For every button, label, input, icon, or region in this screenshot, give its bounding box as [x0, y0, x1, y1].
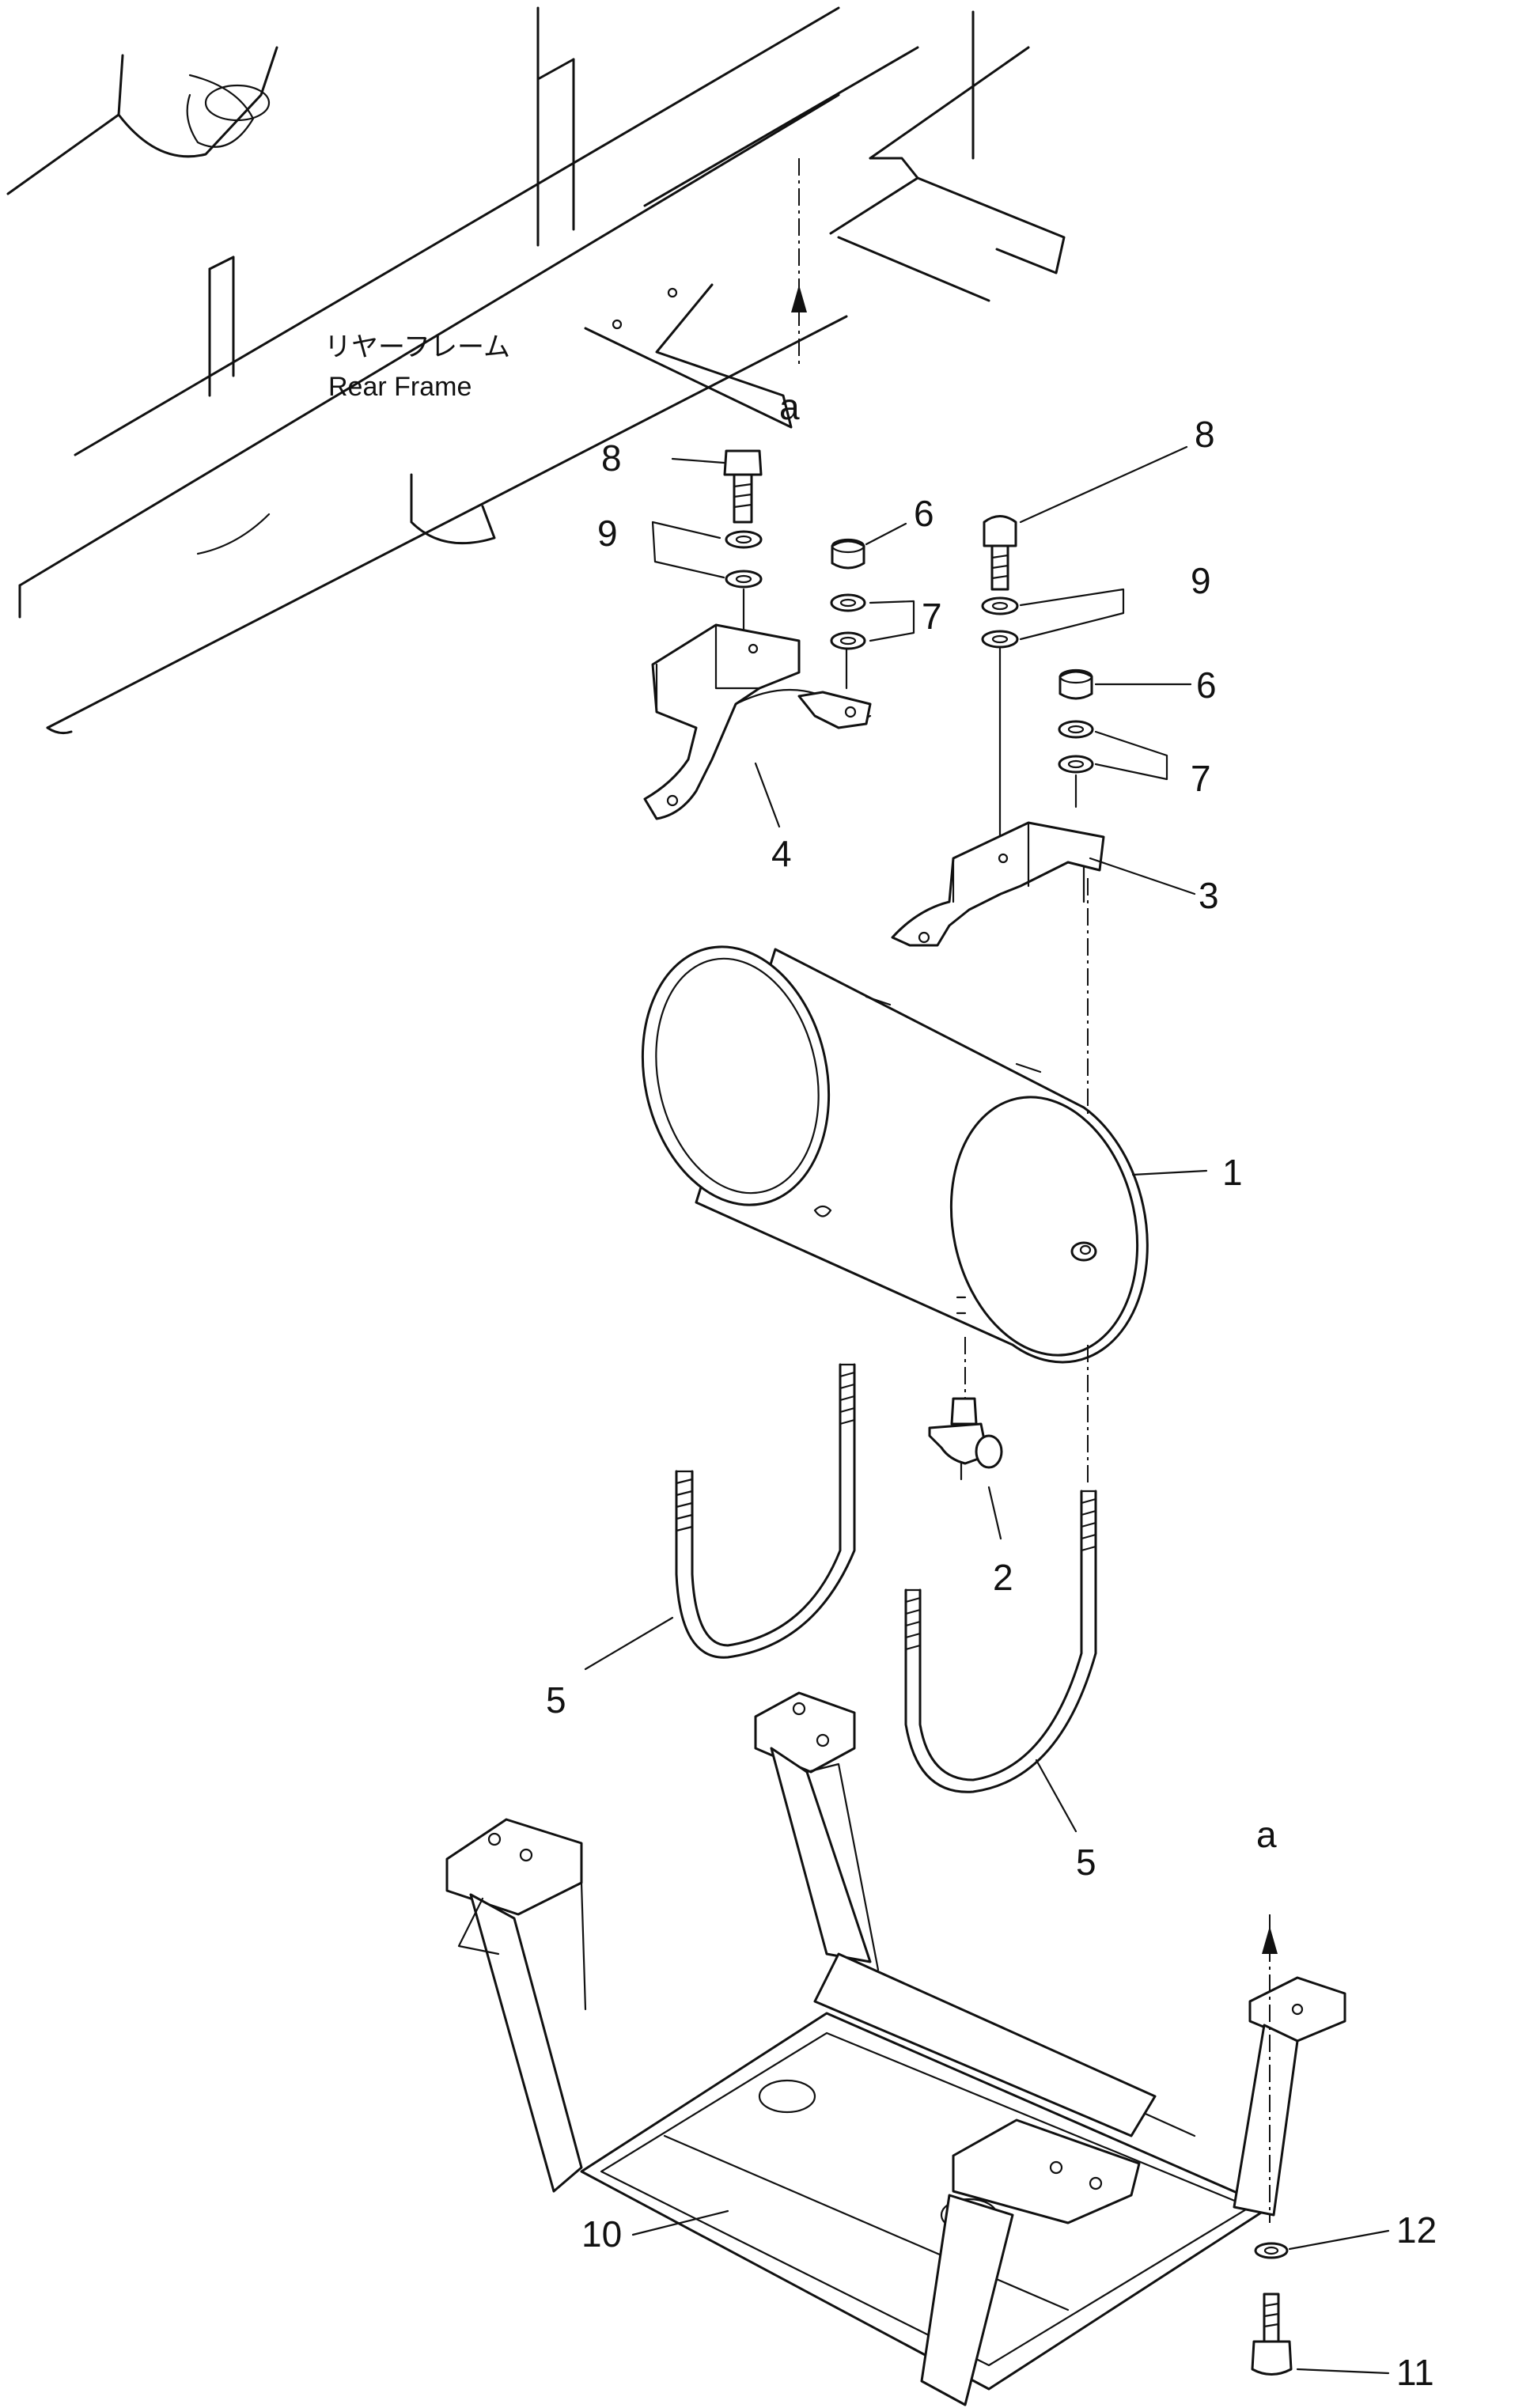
- arrow-up-icon: [1262, 1926, 1278, 1954]
- callout-5-right: 5: [1076, 1842, 1096, 1883]
- callout-9-right: 9: [1191, 560, 1211, 601]
- bracket-3: [891, 821, 1105, 947]
- bolt-8-right: [981, 515, 1019, 852]
- nut-washers-left: [830, 538, 866, 650]
- leader-lines: [584, 445, 1390, 2375]
- frame-label-en: Rear Frame: [328, 372, 471, 402]
- air-tank-1: [641, 878, 1149, 1487]
- frame-label-jp: リヤーフレーム: [324, 332, 510, 362]
- ref-label-a-top: a: [779, 386, 800, 427]
- bolt-8-left: [723, 449, 763, 642]
- callout-12: 12: [1396, 2209, 1437, 2251]
- callout-4: 4: [771, 833, 792, 874]
- callout-8-right: 8: [1195, 414, 1215, 455]
- callout-8-left: 8: [601, 437, 622, 479]
- callout-5-left: 5: [546, 1679, 566, 1721]
- rear-frame-drawing: [6, 6, 1066, 735]
- callout-7-left: 7: [922, 596, 942, 637]
- callout-1: 1: [1222, 1152, 1243, 1193]
- u-bolt-5-right: [904, 1490, 1097, 1793]
- callout-9-left: 9: [597, 513, 618, 554]
- callout-3: 3: [1199, 875, 1219, 916]
- callout-10: 10: [581, 2213, 622, 2255]
- clamp-bracket-4: [643, 623, 872, 820]
- support-stand-10: [445, 1691, 1346, 2406]
- callout-6-left: 6: [914, 493, 934, 534]
- callout-2: 2: [993, 1557, 1013, 1598]
- arrow-up-icon: [791, 285, 807, 312]
- drain-valve-2: [928, 1397, 1003, 1481]
- u-bolt-5-left: [675, 1363, 856, 1659]
- ref-label-a-bottom: a: [1256, 1814, 1277, 1855]
- callout-11: 11: [1396, 2352, 1434, 2393]
- washer-12-bolt-11: [1251, 2242, 1293, 2376]
- callout-7-right: 7: [1191, 758, 1211, 799]
- callout-6-right: 6: [1196, 664, 1217, 706]
- nut-washers-right: [1058, 668, 1094, 808]
